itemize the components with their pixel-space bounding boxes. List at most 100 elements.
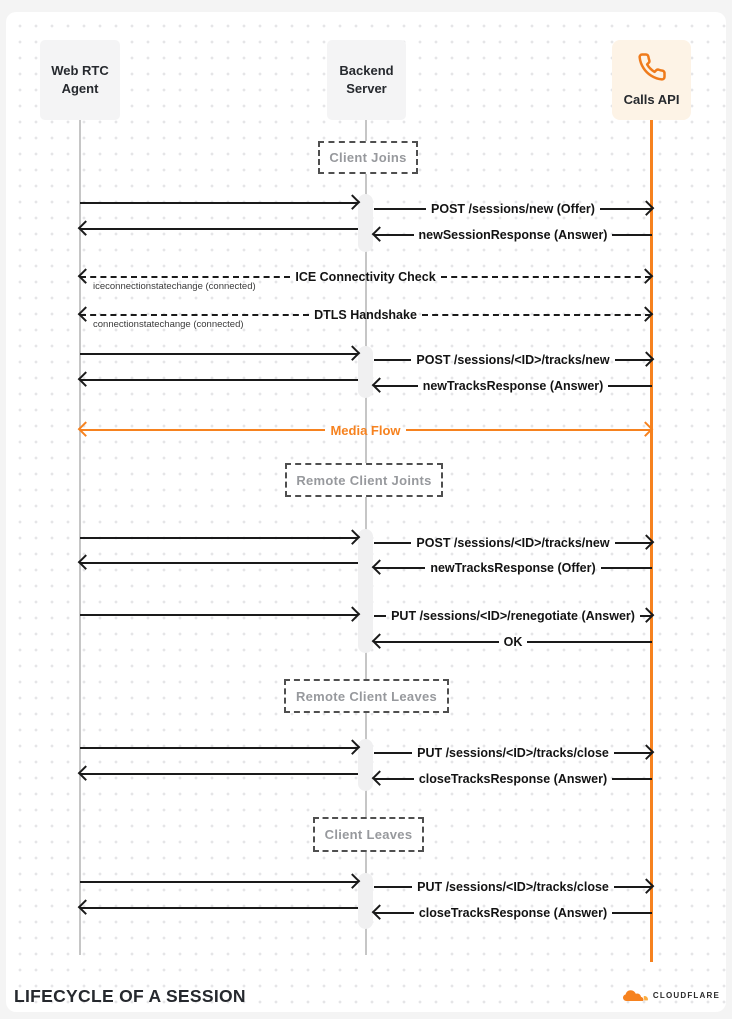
arrowhead-left-icon bbox=[77, 554, 94, 570]
activation-bar bbox=[358, 194, 373, 252]
lifeline-calls-api bbox=[650, 120, 653, 962]
arrow-label: PUT /sessions/<ID>/tracks/close bbox=[417, 746, 609, 760]
arrowhead-left-icon bbox=[371, 904, 388, 920]
arrowhead-right-icon bbox=[344, 194, 361, 210]
arrowhead-left-icon bbox=[371, 559, 388, 575]
arrow-ice-connectivity-check: ICE Connectivity Check bbox=[77, 268, 654, 285]
arrow-response-relay bbox=[77, 220, 358, 237]
arrow-label: closeTracksResponse (Answer) bbox=[418, 906, 608, 920]
arrow-response-relay bbox=[77, 899, 358, 916]
arrow-put-tracks-close-2: PUT /sessions/<ID>/tracks/close bbox=[374, 878, 655, 895]
arrow-line bbox=[612, 234, 653, 236]
arrow-line bbox=[614, 542, 652, 544]
phase-label: Remote Client Joints bbox=[296, 472, 432, 488]
arrow-request-relay bbox=[80, 529, 361, 546]
arrowhead-right-icon bbox=[344, 606, 361, 622]
arrowhead-right-icon bbox=[638, 744, 655, 760]
arrow-label: newTracksResponse (Answer) bbox=[422, 379, 604, 393]
arrow-response-relay bbox=[77, 371, 358, 388]
brand-label: CLOUDFLARE bbox=[652, 991, 720, 1000]
arrow-label: newTracksResponse (Offer) bbox=[430, 561, 596, 575]
actor-label: Web RTC Agent bbox=[51, 63, 109, 96]
arrow-line bbox=[80, 773, 358, 775]
actor-backend-server: Backend Server bbox=[327, 40, 406, 120]
arrow-line bbox=[80, 202, 358, 204]
arrowhead-left-icon bbox=[77, 421, 94, 437]
phase-remote-client-joins: Remote Client Joints bbox=[285, 463, 443, 497]
arrow-line bbox=[374, 208, 427, 210]
arrowhead-right-icon bbox=[344, 529, 361, 545]
arrow-request-relay bbox=[80, 873, 361, 890]
arrow-line bbox=[374, 641, 499, 643]
arrowhead-right-icon bbox=[344, 345, 361, 361]
arrow-line bbox=[80, 562, 358, 564]
arrow-line bbox=[374, 615, 387, 617]
arrow-post-sessions-new: POST /sessions/new (Offer) bbox=[374, 200, 655, 217]
arrow-line bbox=[80, 276, 291, 278]
activation-bar bbox=[358, 529, 373, 653]
arrowhead-left-icon bbox=[77, 899, 94, 915]
arrow-put-tracks-close: PUT /sessions/<ID>/tracks/close bbox=[374, 744, 655, 761]
phase-client-leaves: Client Leaves bbox=[313, 817, 424, 852]
arrow-label: POST /sessions/<ID>/tracks/new bbox=[416, 353, 610, 367]
arrow-post-tracks-new: POST /sessions/<ID>/tracks/new bbox=[374, 351, 655, 368]
phase-client-joins: Client Joins bbox=[318, 141, 418, 174]
arrow-label: POST /sessions/<ID>/tracks/new bbox=[416, 536, 610, 550]
arrow-line bbox=[374, 752, 413, 754]
arrow-label: PUT /sessions/<ID>/renegotiate (Answer) bbox=[391, 609, 635, 623]
arrow-line bbox=[600, 567, 652, 569]
phase-label: Client Leaves bbox=[324, 827, 413, 842]
arrowhead-right-icon bbox=[638, 200, 655, 216]
arrow-line bbox=[80, 907, 358, 909]
arrowhead-left-icon bbox=[371, 770, 388, 786]
phone-icon bbox=[637, 52, 667, 82]
arrow-label: ICE Connectivity Check bbox=[295, 270, 436, 284]
arrow-request-relay bbox=[80, 739, 361, 756]
arrowhead-right-icon bbox=[344, 873, 361, 889]
arrow-line bbox=[80, 881, 358, 883]
arrow-label: closeTracksResponse (Answer) bbox=[418, 772, 608, 786]
arrow-close-tracks-response-2: closeTracksResponse (Answer) bbox=[371, 904, 652, 921]
arrowhead-left-icon bbox=[371, 377, 388, 393]
arrowhead-left-icon bbox=[77, 268, 94, 284]
arrowhead-left-icon bbox=[371, 633, 388, 649]
arrow-line bbox=[80, 537, 358, 539]
arrow-line bbox=[405, 429, 651, 431]
arrowhead-left-icon bbox=[77, 306, 94, 322]
phase-label: Client Joins bbox=[329, 150, 407, 165]
arrow-request-relay bbox=[80, 194, 361, 211]
arrow-line bbox=[374, 912, 414, 914]
arrow-line bbox=[612, 912, 652, 914]
arrow-line bbox=[613, 886, 652, 888]
arrow-line bbox=[374, 567, 426, 569]
arrow-line bbox=[80, 379, 358, 381]
arrow-line bbox=[374, 234, 414, 236]
arrow-line bbox=[374, 359, 412, 361]
cloudflare-brand: CLOUDFLARE bbox=[622, 988, 720, 1003]
arrowhead-right-icon bbox=[638, 607, 655, 623]
arrow-media-flow: Media Flow bbox=[77, 421, 654, 438]
arrow-line bbox=[80, 353, 358, 355]
page-title: LIFECYCLE OF A SESSION bbox=[14, 986, 246, 1006]
arrow-line bbox=[639, 615, 653, 617]
actor-calls-api: Calls API bbox=[612, 40, 691, 120]
actor-webrtc-agent: Web RTC Agent bbox=[40, 40, 120, 120]
ice-event-note: iceconnectionstatechange (connected) bbox=[93, 281, 256, 292]
arrowhead-left-icon bbox=[77, 220, 94, 236]
arrowhead-right-icon bbox=[637, 306, 654, 322]
activation-bar bbox=[358, 346, 373, 398]
arrow-line bbox=[440, 276, 652, 278]
arrow-line bbox=[80, 314, 310, 316]
arrow-label: POST /sessions/new (Offer) bbox=[431, 202, 595, 216]
arrow-line bbox=[527, 641, 652, 643]
arrow-new-session-response: newSessionResponse (Answer) bbox=[371, 226, 653, 243]
arrowhead-right-icon bbox=[344, 739, 361, 755]
arrow-line bbox=[80, 747, 358, 749]
arrow-line bbox=[374, 542, 412, 544]
arrow-request-relay bbox=[80, 345, 361, 362]
arrow-line bbox=[80, 429, 326, 431]
arrow-line bbox=[608, 385, 652, 387]
arrow-line bbox=[599, 208, 652, 210]
arrow-line bbox=[374, 886, 413, 888]
actor-label: Backend Server bbox=[339, 63, 394, 96]
